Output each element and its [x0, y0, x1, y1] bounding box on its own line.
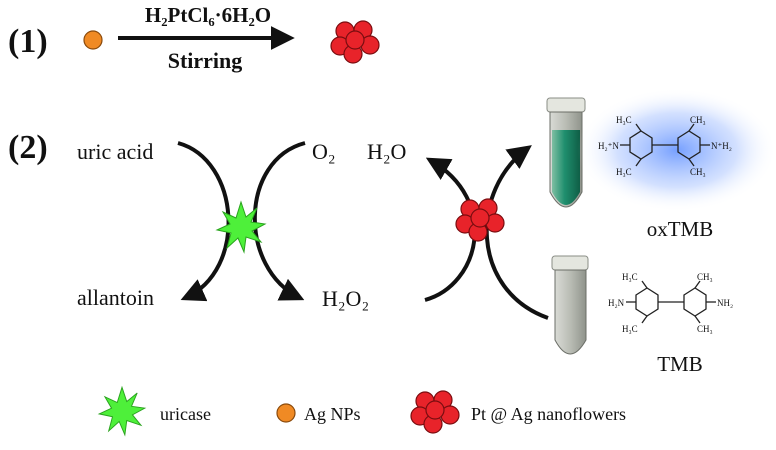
legend-ag-nps-label: Ag NPs	[304, 404, 361, 424]
allantoin-label: allantoin	[77, 285, 154, 310]
tmb-tube-icon	[551, 255, 589, 355]
tmb-methyl-br: CH₃	[697, 324, 713, 334]
legend-nanoflower-label: Pt @ Ag nanoflowers	[471, 404, 626, 424]
oxtmb-methyl-tr: CH₃	[690, 115, 706, 125]
legend-ag-nps-icon	[276, 403, 296, 423]
oxtmb-glow	[577, 88, 776, 212]
legend-uricase-label: uricase	[160, 404, 211, 424]
tmb-label: TMB	[657, 352, 703, 376]
tmb-right-group: NH₂	[717, 298, 733, 308]
legend-uricase-icon	[98, 386, 146, 436]
tmb-left-group: H₂N	[608, 298, 625, 308]
ag-nanoparticle-icon	[83, 30, 103, 50]
step1-label: (1)	[8, 23, 48, 60]
oxtmb-tube-icon	[546, 97, 586, 208]
h2o2-label: H₂O₂	[322, 286, 369, 311]
oxtmb-methyl-bl: H₃C	[616, 167, 632, 177]
tmb-methyl-bl: H₃C	[622, 324, 638, 334]
legend-nanoflower-icon	[410, 390, 460, 434]
o2-to-h2o2-arrow	[252, 141, 306, 301]
tmb-to-oxtmb-arrow	[484, 145, 549, 320]
tmb-methyl-tl: H₃C	[622, 272, 638, 282]
pt-ag-nanoflower-catalyst-icon	[455, 198, 505, 242]
oxtmb-label: oxTMB	[647, 217, 714, 241]
step1-condition: Stirring	[168, 48, 243, 73]
oxtmb-methyl-tl: H₃C	[616, 115, 632, 125]
oxtmb-left-group: H₂⁺N	[598, 141, 619, 151]
oxtmb-methyl-br: CH₃	[690, 167, 706, 177]
uric-acid-label: uric acid	[77, 139, 153, 164]
step2-label: (2)	[8, 129, 48, 166]
tmb-methyl-tr: CH₃	[697, 272, 713, 282]
oxtmb-right-group: N⁺H₂	[711, 141, 732, 151]
tmb-structure	[626, 280, 716, 324]
h2o-label: H₂O	[367, 139, 406, 164]
o2-label: O₂	[312, 139, 336, 164]
uric-acid-to-allantoin-arrow	[177, 141, 231, 302]
oxtmb-structure	[620, 123, 710, 167]
pt-ag-nanoflower-icon	[330, 20, 380, 64]
step1-reagent: H₂PtCl₆·6H₂O	[145, 3, 271, 27]
